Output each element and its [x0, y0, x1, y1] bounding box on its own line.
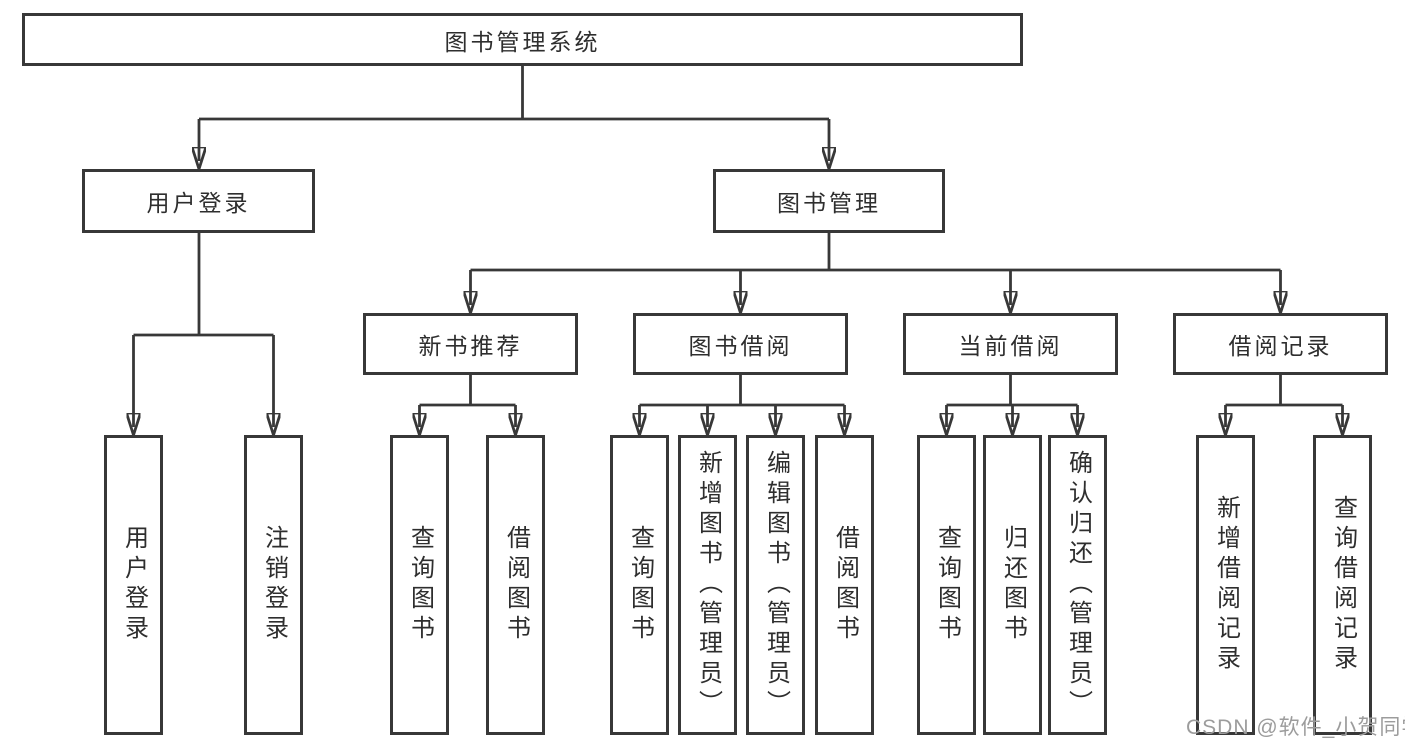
leaf-edit-book-admin: 编辑图书（管理员）: [746, 435, 805, 735]
leaf-confirm-return-admin: 确认归还（管理员）: [1048, 435, 1107, 735]
leaf-query-books-current: 查询图书: [917, 435, 976, 735]
node-new-book-recommend: 新书推荐: [363, 313, 578, 375]
csdn-watermark: CSDN @软件_小贺同学: [1186, 716, 1405, 739]
node-book-borrow: 图书借阅: [633, 313, 848, 375]
leaf-add-borrow-record: 新增借阅记录: [1196, 435, 1255, 735]
leaf-borrow-books-recommend: 借阅图书: [486, 435, 545, 735]
connector-book-management-children: [471, 233, 1281, 305]
connector-borrow-records-children: [1226, 375, 1343, 427]
leaf-query-books-borrow: 查询图书: [610, 435, 669, 735]
connector-root-to-level2: [199, 66, 829, 161]
leaf-borrow-books: 借阅图书: [815, 435, 874, 735]
node-book-management-system: 图书管理系统: [22, 13, 1023, 66]
node-user-login: 用户登录: [82, 169, 315, 233]
connector-new-book-recommend-children: [420, 375, 516, 427]
connector-book-borrow-children: [640, 375, 845, 427]
leaf-add-book-admin: 新增图书（管理员）: [678, 435, 737, 735]
node-book-management: 图书管理: [713, 169, 945, 233]
leaf-return-book: 归还图书: [983, 435, 1042, 735]
connector-user-login-children: [134, 233, 274, 427]
node-borrow-records: 借阅记录: [1173, 313, 1388, 375]
leaf-logout-login: 注销登录: [244, 435, 303, 735]
connector-current-borrow-children: [947, 375, 1078, 427]
leaf-user-login: 用户登录: [104, 435, 163, 735]
leaf-query-books-recommend: 查询图书: [390, 435, 449, 735]
node-current-borrow: 当前借阅: [903, 313, 1118, 375]
leaf-query-borrow-record: 查询借阅记录: [1313, 435, 1372, 735]
